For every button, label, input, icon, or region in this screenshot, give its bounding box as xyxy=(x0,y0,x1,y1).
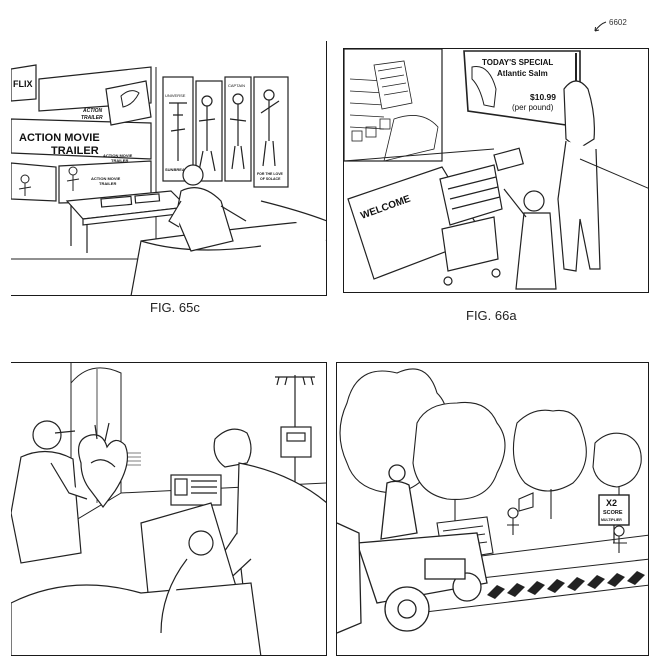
poster-text-2: SUNBREAKER xyxy=(165,167,193,172)
virtual-screen-group xyxy=(11,64,152,204)
poster-text-4: FOR THE LOVE xyxy=(257,172,284,176)
score-line2: SCORE xyxy=(603,510,623,516)
poster-text-5: OF SOLACE xyxy=(260,177,281,181)
doctor-right xyxy=(206,428,326,655)
small-trailer-label-3-line2: TRAILER xyxy=(99,181,116,186)
small-trailer-label-3-line1: ACTION MOVIE xyxy=(91,176,121,181)
small-trailer-label-2-line2: TRAILER xyxy=(111,158,128,163)
sign-item: Atlantic Salm xyxy=(497,69,548,78)
screen-brand-text: FLIX xyxy=(13,79,33,89)
panel-fig-66a: TODAY'S SPECIAL Atlantic Salm $10.99 (pe… xyxy=(343,48,649,293)
wall-posters xyxy=(162,76,289,188)
woman-and-child xyxy=(503,80,601,290)
caption-fig-65c: FIG. 65c xyxy=(150,300,200,315)
patient-bed xyxy=(11,502,262,655)
park-scene-illustration: X2 SCORE MULTIPLIER xyxy=(337,368,648,634)
hologram-heart-icon xyxy=(78,422,128,508)
small-trailer-label-2-line1: ACTION MOVIE xyxy=(103,153,133,158)
poster-text-3: CAPTAIN xyxy=(228,83,245,88)
figure-pointer-arrow-icon xyxy=(594,21,607,32)
caption-fig-66a: FIG. 66a xyxy=(466,308,517,323)
riding-vehicle xyxy=(337,464,488,634)
sign-title: TODAY'S SPECIAL xyxy=(482,58,553,67)
score-line1: X2 xyxy=(606,498,617,508)
living-room-illustration: FLIX ACTION MOVIE TRAILER ACTION TRAILER… xyxy=(11,64,326,295)
patient-monitor xyxy=(170,474,222,506)
people xyxy=(507,492,627,553)
panel-park-scene: X2 SCORE MULTIPLIER xyxy=(336,362,649,656)
doctor-left xyxy=(11,420,88,564)
small-trailer-label-1-line2: TRAILER xyxy=(81,115,103,121)
seated-man xyxy=(168,164,247,252)
score-line3: MULTIPLIER xyxy=(601,518,622,522)
poster-text-1: UNIVERSE xyxy=(165,93,186,98)
ar-glasses-inset xyxy=(344,49,443,162)
main-trailer-title-line1: ACTION MOVIE xyxy=(19,132,100,144)
trailer-figures xyxy=(18,90,140,196)
figure-number: 6602 xyxy=(609,18,627,27)
coffee-table xyxy=(65,190,189,253)
sign-price: $10.99 xyxy=(530,92,556,102)
panel-fig-65c: FLIX ACTION MOVIE TRAILER ACTION TRAILER… xyxy=(11,41,327,296)
shopping-cart xyxy=(439,147,524,286)
score-multiplier-sign xyxy=(598,494,630,543)
trees xyxy=(339,368,642,533)
panel-hospital-room xyxy=(11,362,327,656)
small-trailer-label-1-line1: ACTION xyxy=(82,108,103,114)
grocery-store-illustration: TODAY'S SPECIAL Atlantic Salm $10.99 (pe… xyxy=(344,49,648,290)
special-sign xyxy=(463,50,581,128)
hospital-room-illustration xyxy=(11,363,326,655)
main-trailer-title-line2: TRAILER xyxy=(51,145,99,157)
sign-unit: (per pound) xyxy=(512,103,554,112)
chevron-track xyxy=(487,571,645,599)
